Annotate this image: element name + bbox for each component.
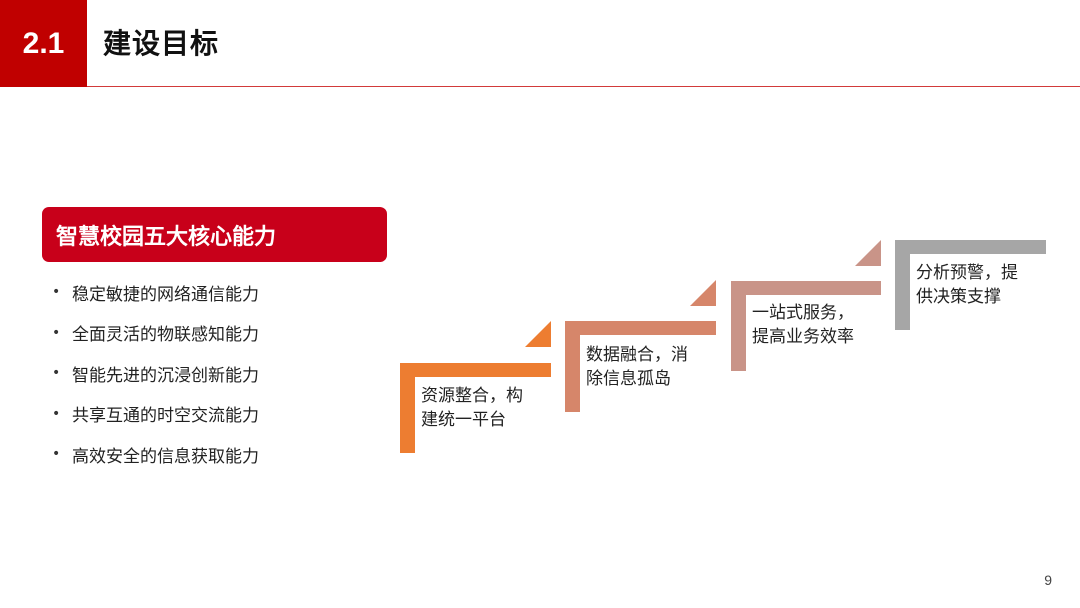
step-2-line-1: 数据融合，消 bbox=[586, 345, 688, 365]
step-3-shape bbox=[731, 240, 881, 371]
capability-label: 全面灵活的物联感知能力 bbox=[72, 325, 259, 346]
step-4-bracket bbox=[895, 240, 1046, 330]
step-2-arrow-tip bbox=[690, 280, 716, 306]
capability-item: • 全面灵活的物联感知能力 bbox=[52, 313, 259, 354]
section-number: 2.1 bbox=[22, 26, 65, 60]
step-2-shape bbox=[565, 280, 716, 412]
step-3-text: 一站式服务， 提高业务效率 bbox=[752, 301, 872, 349]
capability-label: 智能先进的沉浸创新能力 bbox=[72, 365, 259, 386]
section-number-badge: 2.1 bbox=[0, 0, 87, 87]
step-3-bracket bbox=[731, 281, 881, 371]
capability-item: • 智能先进的沉浸创新能力 bbox=[52, 353, 259, 394]
bullet-icon: • bbox=[52, 324, 61, 341]
step-1-line-1: 资源整合，构 bbox=[421, 386, 523, 406]
step-1-shape bbox=[400, 321, 551, 453]
step-2-line-2: 除信息孤岛 bbox=[586, 369, 671, 389]
step-4-line-1: 分析预警，提 bbox=[916, 263, 1018, 283]
capability-item: • 稳定敏捷的网络通信能力 bbox=[52, 272, 259, 313]
step-1-line-2: 建统一平台 bbox=[421, 410, 506, 430]
capabilities-list: • 稳定敏捷的网络通信能力 • 全面灵活的物联感知能力 • 智能先进的沉浸创新能力 •… bbox=[52, 272, 259, 475]
bullet-icon: • bbox=[52, 405, 61, 422]
bullet-icon: • bbox=[52, 446, 61, 463]
step-3-arrow-tip bbox=[855, 240, 881, 266]
step-2-text: 数据融合，消 除信息孤岛 bbox=[586, 343, 706, 391]
step-1-arrow-tip bbox=[525, 321, 551, 347]
capability-label: 高效安全的信息获取能力 bbox=[72, 446, 259, 467]
step-4-line-2: 供决策支撑 bbox=[916, 287, 1001, 307]
step-3-line-2: 提高业务效率 bbox=[752, 327, 854, 347]
step-4-shape bbox=[895, 240, 1046, 330]
capability-label: 稳定敏捷的网络通信能力 bbox=[72, 284, 259, 305]
step-4-text: 分析预警，提 供决策支撑 bbox=[916, 261, 1036, 309]
page-title: 建设目标 bbox=[103, 27, 220, 60]
capability-item: • 共享互通的时空交流能力 bbox=[52, 394, 259, 435]
bullet-icon: • bbox=[52, 365, 61, 382]
step-1-bracket bbox=[400, 363, 551, 453]
capabilities-heading: 智慧校园五大核心能力 bbox=[42, 207, 387, 262]
step-2-bracket bbox=[565, 321, 716, 412]
page-number: 9 bbox=[1044, 572, 1052, 588]
bullet-icon: • bbox=[52, 284, 61, 301]
capability-label: 共享互通的时空交流能力 bbox=[72, 406, 259, 427]
capabilities-heading-text: 智慧校园五大核心能力 bbox=[56, 224, 277, 250]
step-1-text: 资源整合，构 建统一平台 bbox=[421, 384, 541, 432]
step-3-line-1: 一站式服务， bbox=[752, 303, 854, 323]
capability-item: • 高效安全的信息获取能力 bbox=[52, 434, 259, 475]
header-divider bbox=[87, 86, 1080, 87]
